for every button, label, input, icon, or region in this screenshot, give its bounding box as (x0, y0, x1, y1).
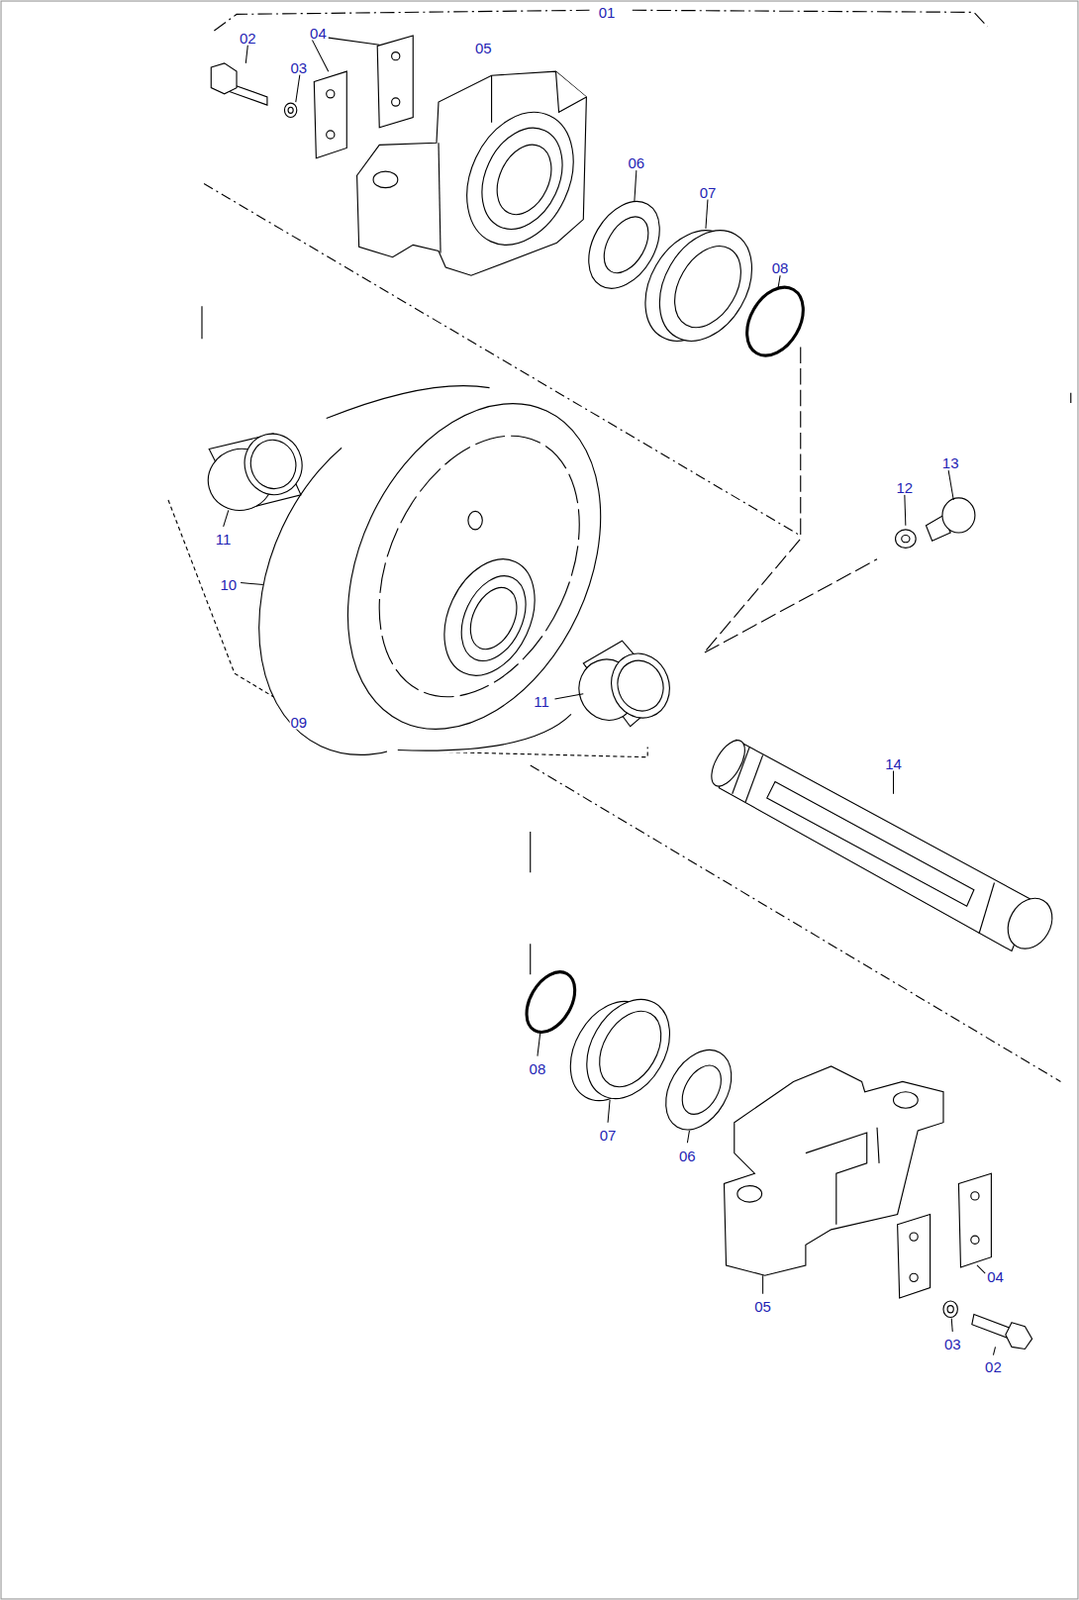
callout-number: 11 (214, 531, 233, 547)
callout-number: 10 (218, 577, 238, 592)
callout-number: 03 (290, 59, 309, 75)
callout-number: 06 (678, 1147, 697, 1163)
callout-number: 02 (238, 30, 258, 46)
callout-number: 14 (883, 755, 903, 771)
callout-number: 03 (943, 1336, 963, 1352)
callout-number: 04 (308, 24, 328, 40)
callout-number: 06 (627, 154, 647, 170)
callout-number: 09 (290, 713, 309, 729)
callout-number: 05 (753, 1298, 773, 1314)
callout-number: 11 (532, 692, 551, 708)
callout-number: 12 (894, 479, 914, 494)
callout-number: 08 (528, 1060, 548, 1076)
callout-number: 01 (597, 4, 617, 20)
callout-number: 04 (985, 1269, 1005, 1284)
callout-number: 05 (474, 40, 493, 56)
callout-number: 07 (698, 184, 718, 199)
callout-number: 08 (771, 259, 790, 275)
callout-number: 07 (598, 1126, 618, 1142)
callout-number: 13 (941, 454, 961, 470)
callout-number: 02 (983, 1358, 1003, 1374)
